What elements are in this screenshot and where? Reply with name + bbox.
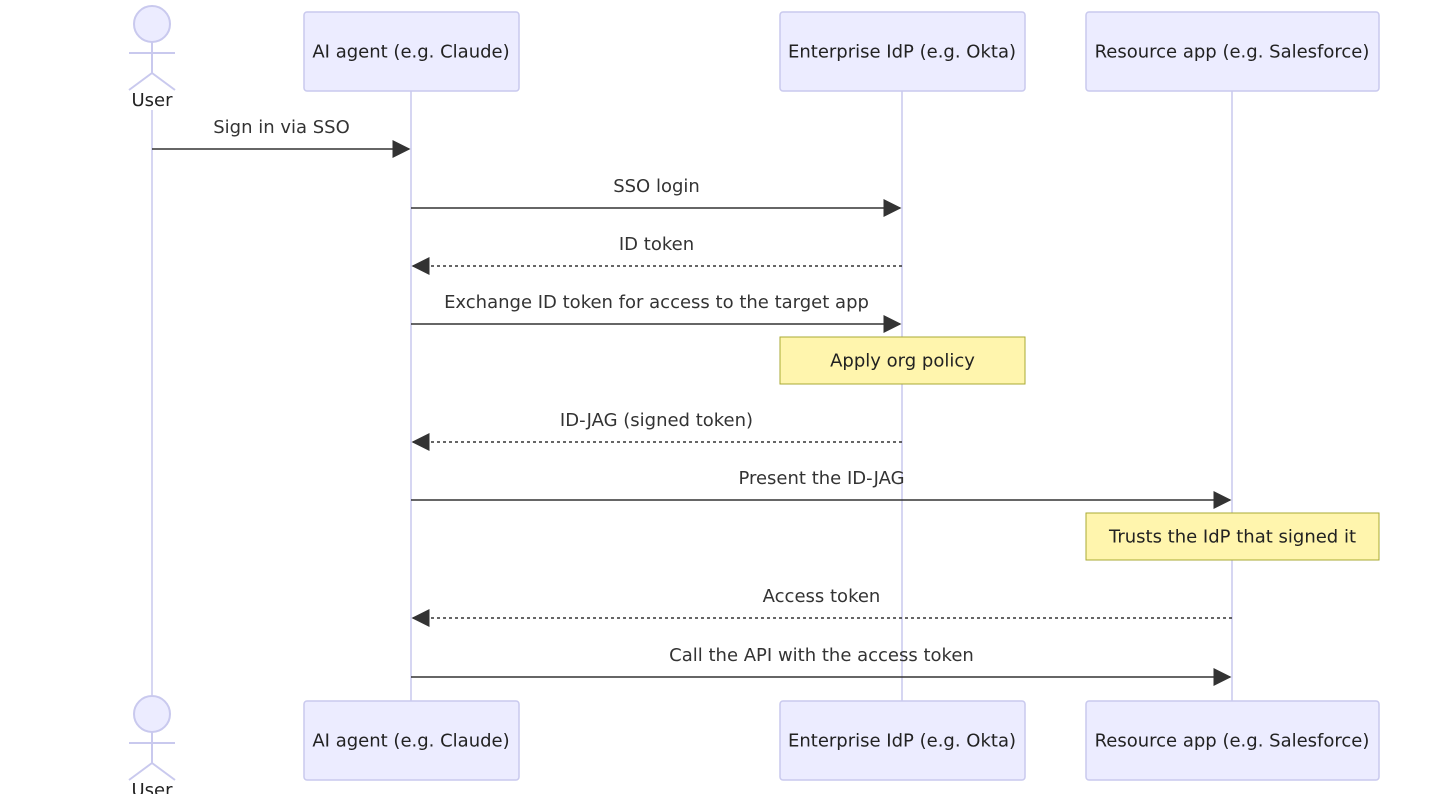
participant-app-bottom: Resource app (e.g. Salesforce): [1085, 700, 1380, 781]
message-6: Present the ID-JAG: [411, 468, 1232, 509]
participant-idp-bottom: Enterprise IdP (e.g. Okta): [779, 700, 1026, 781]
message-4: Exchange ID token for access to the targ…: [411, 292, 902, 333]
actor-leg-right: [151, 762, 176, 781]
participant-app-top: Resource app (e.g. Salesforce): [1085, 11, 1380, 92]
lifelines: [151, 91, 1233, 701]
message-label: Call the API with the access token: [669, 645, 974, 666]
participant-box: [1085, 700, 1380, 781]
participant-label: Resource app (e.g. Salesforce): [1095, 42, 1370, 63]
message-3: ID token: [411, 234, 902, 275]
actor-label: User: [131, 90, 173, 111]
note-2: Trusts the IdP that signed it: [1085, 512, 1380, 561]
note-box: [779, 336, 1026, 385]
participant-box: [779, 11, 1026, 92]
message-1: Sign in via SSO: [152, 117, 411, 158]
message-label: Exchange ID token for access to the targ…: [444, 292, 869, 313]
participant-idp-top: Enterprise IdP (e.g. Okta): [779, 11, 1026, 92]
message-5: ID-JAG (signed token): [411, 410, 902, 451]
message-7: Access token: [411, 586, 1232, 627]
actor-leg-right: [151, 72, 176, 91]
participant-label: Enterprise IdP (e.g. Okta): [788, 731, 1016, 752]
note-1: Apply org policy: [779, 336, 1026, 385]
participant-agent-top: AI agent (e.g. Claude): [303, 11, 520, 92]
message-8: Call the API with the access token: [411, 645, 1232, 686]
message-label: SSO login: [613, 176, 700, 197]
actor-head-icon: [133, 695, 171, 733]
note-label: Trusts the IdP that signed it: [1108, 527, 1356, 548]
participant-box: [303, 11, 520, 92]
message-label: Present the ID-JAG: [738, 468, 904, 489]
message-label: ID token: [619, 234, 694, 255]
message-label: Sign in via SSO: [213, 117, 350, 138]
participant-label: AI agent (e.g. Claude): [312, 731, 509, 752]
participant-label: Enterprise IdP (e.g. Okta): [788, 42, 1016, 63]
actor-leg-left: [128, 72, 153, 91]
participant-box: [303, 700, 520, 781]
participant-label: AI agent (e.g. Claude): [312, 42, 509, 63]
actor-head-icon: [133, 5, 171, 43]
messages: Sign in via SSO SSO login ID tokenExchange…: [152, 117, 1232, 686]
actor-user-bottom: User: [128, 695, 176, 794]
message-label: Access token: [763, 586, 881, 607]
note-box: [1085, 512, 1380, 561]
participant-agent-bottom: AI agent (e.g. Claude): [303, 700, 520, 781]
actor-leg-left: [128, 762, 153, 781]
participant-box: [1085, 11, 1380, 92]
note-label: Apply org policy: [830, 351, 975, 372]
participant-label: Resource app (e.g. Salesforce): [1095, 731, 1370, 752]
message-label: ID-JAG (signed token): [560, 410, 753, 431]
participant-box: [779, 700, 1026, 781]
actor-label: User: [131, 780, 173, 794]
actor-user-top: User: [128, 5, 176, 111]
message-2: SSO login: [411, 176, 902, 217]
